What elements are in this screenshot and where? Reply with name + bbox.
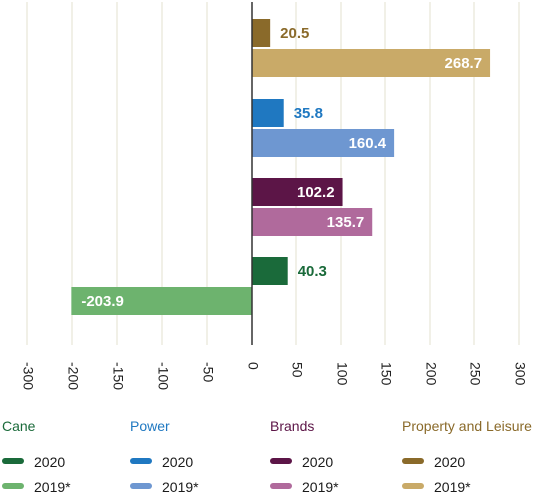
legend-label: 2020 (162, 454, 194, 470)
legend-label: 2019* (34, 479, 71, 495)
bar-value-label: 102.2 (297, 184, 335, 201)
x-tick-label: -200 (65, 362, 81, 390)
bar-property-and-leisure-2020 (252, 19, 271, 47)
x-tick-label: 250 (467, 362, 483, 386)
legend-entry: 2019* (2, 479, 71, 495)
bar-cane-2019star (71, 287, 252, 315)
x-tick-label: 50 (289, 362, 305, 378)
legend-group-title: Power (130, 418, 170, 434)
legend-group-title: Cane (2, 418, 36, 434)
legend-group: Property and Leisure 2020 2019* (402, 418, 532, 495)
legend-entry: 2020 (130, 454, 193, 470)
x-tick-label: 150 (378, 362, 394, 386)
legend-label: 2019* (302, 479, 339, 495)
bar-brands-2020 (252, 178, 343, 206)
bar-brands-2019star (252, 208, 373, 236)
legend-swatch (130, 458, 152, 465)
x-tick-label: -150 (110, 362, 126, 390)
legend-swatch (2, 458, 24, 465)
bar-property-and-leisure-2019star (252, 49, 491, 77)
legend-entry: 2020 (402, 454, 465, 470)
legend-group-title: Brands (270, 418, 315, 434)
legend-swatch (130, 483, 152, 490)
legend-swatch (402, 483, 424, 490)
legend-label: 2019* (162, 479, 199, 495)
legend-group: Brands 2020 2019* (270, 418, 339, 495)
bar-value-label: 40.3 (298, 263, 327, 280)
legend-label: 2020 (302, 454, 334, 470)
x-tick-label: -50 (200, 362, 216, 382)
legend-entry: 2020 (2, 454, 65, 470)
x-tick-label: 200 (423, 362, 439, 386)
x-tick-label: 0 (245, 362, 261, 370)
bar-power-2019star (252, 129, 395, 157)
legend-label: 2020 (34, 454, 66, 470)
x-tick-label: -300 (20, 362, 36, 390)
bar-chart: -300 -200 -150 -100 -50 0 50 100 150 200 250 300 20.… (20, 2, 528, 390)
legend-label: 2020 (434, 454, 466, 470)
bar-power-2020 (252, 99, 284, 127)
bar-cane-2020 (252, 257, 288, 285)
x-tick-label: 100 (334, 362, 350, 386)
legend-group: Power 2020 2019* (130, 418, 199, 495)
legend-swatch (270, 483, 292, 490)
bar-value-label: 20.5 (280, 25, 309, 42)
x-tick-label: 300 (512, 362, 528, 386)
bar-value-label: 35.8 (294, 105, 323, 122)
legend-entry: 2019* (130, 479, 199, 495)
bar-value-label: 160.4 (349, 135, 387, 152)
x-tick-label: -100 (155, 362, 171, 390)
legend-entry: 2020 (270, 454, 333, 470)
legend-swatch (2, 483, 24, 490)
bar-value-label: 268.7 (445, 55, 483, 72)
legend-label: 2019* (434, 479, 471, 495)
legend-group: Cane 2020 2019* (2, 418, 71, 495)
bar-value-label: 135.7 (327, 214, 365, 231)
legend-group-title: Property and Leisure (402, 418, 532, 434)
bar-value-label: -203.9 (81, 293, 124, 310)
legend-swatch (402, 458, 424, 465)
legend-entry: 2019* (402, 479, 471, 495)
legend-swatch (270, 458, 292, 465)
legend-entry: 2019* (270, 479, 339, 495)
